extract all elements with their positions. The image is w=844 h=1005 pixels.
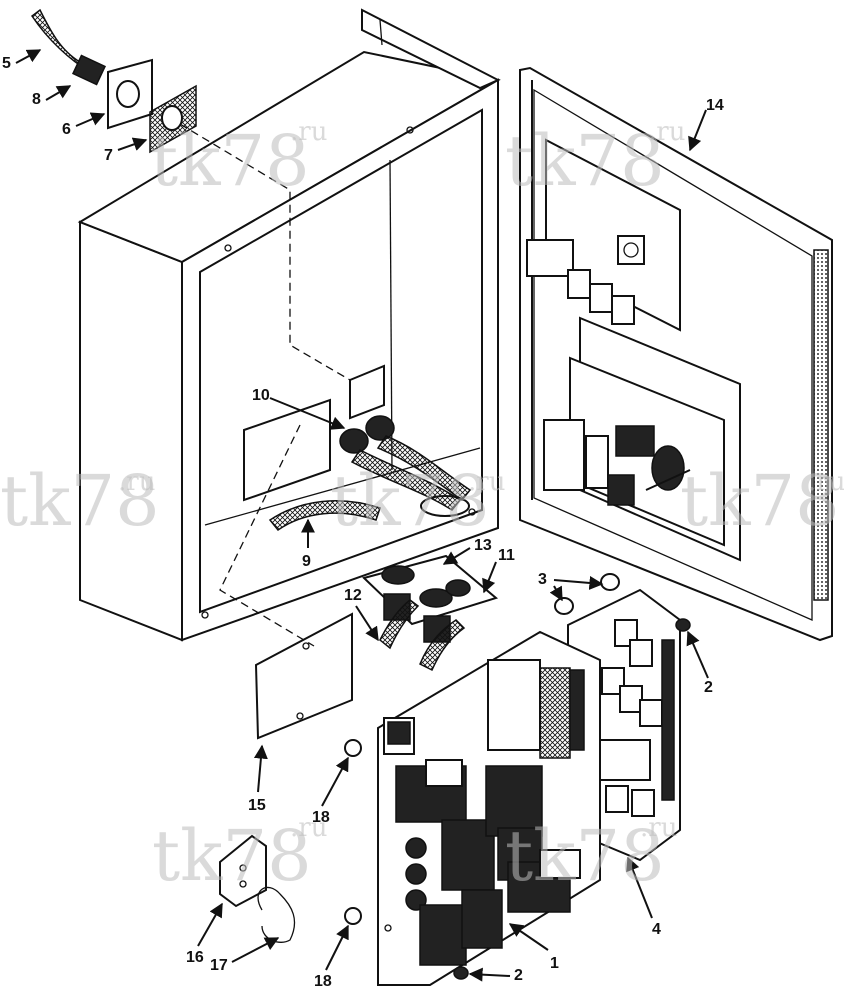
watermark-text: tk78 (150, 120, 310, 202)
callout-16: 16 (186, 949, 204, 966)
watermark-text: tk78 (330, 460, 490, 542)
callout-7: 7 (104, 147, 113, 164)
terminal-block (219, 834, 296, 943)
watermark-suffix: .ru (290, 813, 327, 843)
watermark-text: tk78 (152, 815, 312, 897)
callout-2-upper: 2 (704, 679, 713, 696)
door-assembly (519, 66, 833, 642)
callout-9: 9 (302, 553, 311, 570)
callout-12: 12 (344, 587, 362, 604)
watermark-suffix: .ru (808, 467, 844, 497)
callout-2-lower: 2 (514, 967, 523, 984)
callout-4: 4 (652, 921, 661, 938)
callout-13: 13 (474, 537, 492, 554)
callout-3: 3 (538, 571, 547, 588)
callout-8: 8 (32, 91, 41, 108)
callout-10: 10 (252, 387, 270, 404)
watermarks: tk78 .ru tk78 .ru tk78 .ru tk78 .ru tk78… (0, 117, 844, 897)
callout-14: 14 (706, 97, 724, 114)
watermark-suffix: .ru (648, 117, 685, 147)
watermark-text: tk78 (505, 120, 665, 202)
watermark-suffix: .ru (640, 813, 677, 843)
leader-lines (15, 49, 709, 982)
callout-18-lower: 18 (314, 973, 332, 990)
callout-11: 11 (498, 547, 515, 564)
hardware-small-parts (344, 573, 691, 980)
gland-plate-assembly (362, 554, 499, 672)
cable-gland-assembly (30, 8, 197, 154)
callout-17: 17 (210, 957, 228, 974)
callout-6: 6 (62, 121, 71, 138)
callout-1: 1 (550, 955, 559, 972)
internal-cables (268, 415, 472, 532)
callout-5: 5 (2, 55, 11, 72)
watermark-text: tk78 (505, 815, 665, 897)
cover-plate (254, 612, 353, 740)
watermark-suffix: .ru (468, 467, 505, 497)
watermark-text: tk78 (0, 460, 160, 542)
watermark-suffix: .ru (118, 467, 155, 497)
watermark-text: tk78 (680, 460, 840, 542)
watermark-suffix: .ru (290, 117, 327, 147)
callout-15: 15 (248, 797, 266, 814)
pcb-main (377, 630, 601, 986)
callout-labels: 5 8 6 7 14 10 9 13 11 12 3 2 15 18 4 16 … (2, 55, 724, 990)
callout-18-upper: 18 (312, 809, 330, 826)
